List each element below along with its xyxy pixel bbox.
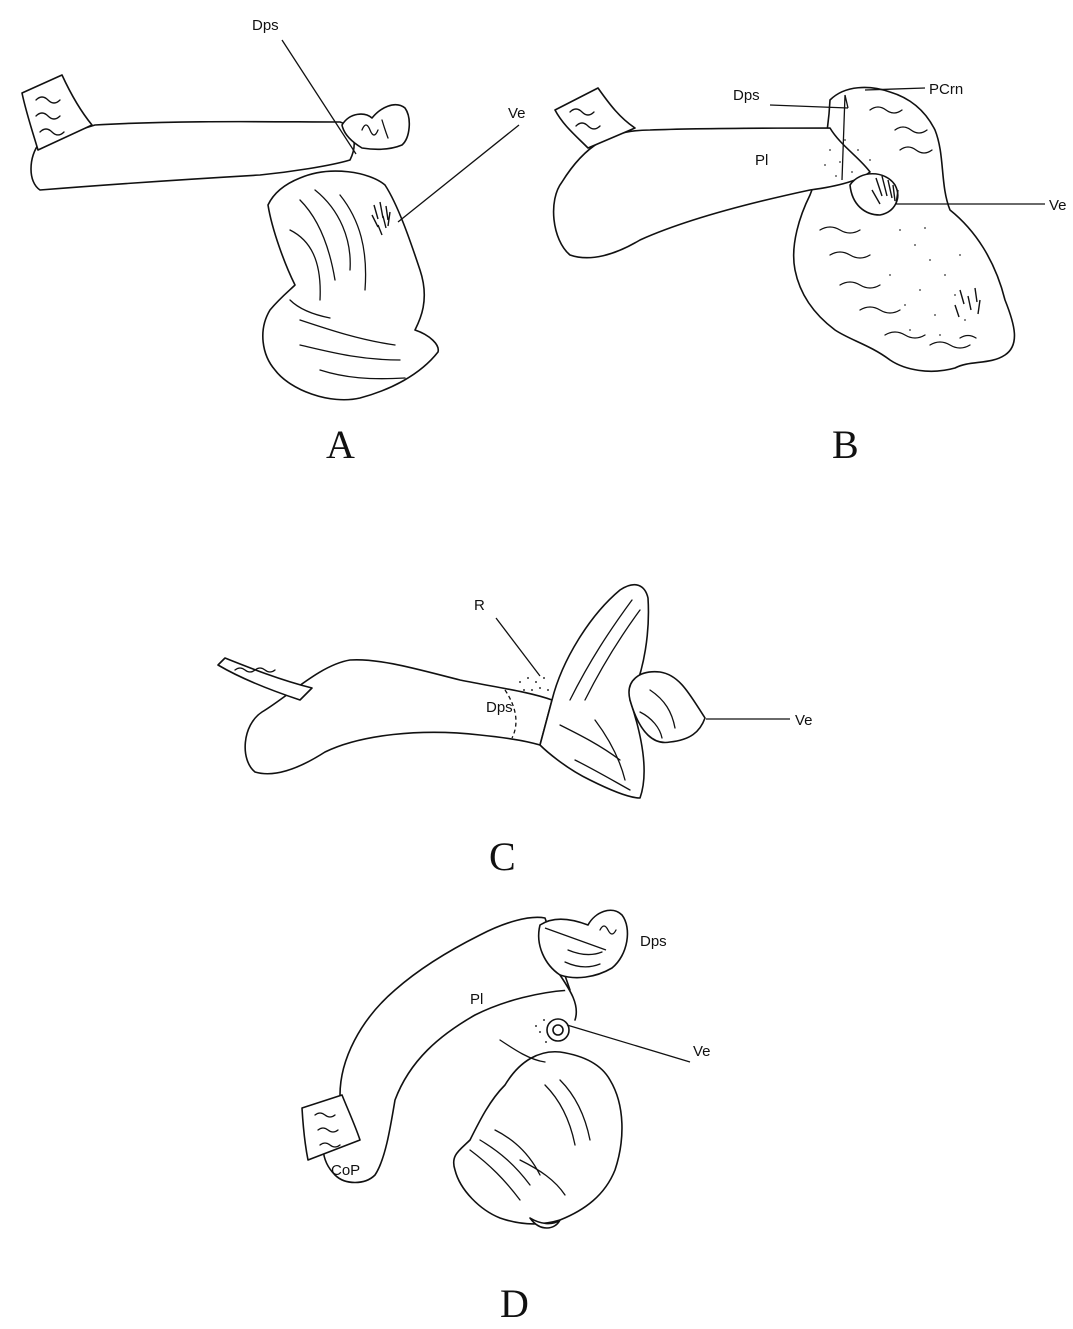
panel-b-letter: B [832,422,859,467]
panel-d-letter: D [500,1281,529,1326]
panel-d-drawing [302,910,627,1228]
panel-c: R Dps Ve C [218,585,813,879]
panel-c-label-dps: Dps [486,699,513,716]
panel-d-ve-leader [567,1025,690,1062]
panel-b-label-pcrn: PCrn [929,81,963,98]
panel-a-label-dps: Dps [252,17,279,34]
panel-d-label-cop: CoP [331,1162,360,1179]
panel-a: Dps Ve A [22,17,526,467]
panel-b-drawing [554,87,1015,371]
panel-b-label-dps: Dps [733,87,760,104]
panel-c-drawing [218,585,705,798]
panel-c-r-leader [496,618,540,676]
panel-b-label-pl: Pl [755,152,768,169]
panel-a-drawing [22,75,438,400]
panel-a-ve-leader [398,125,519,222]
panel-d: Dps Pl Ve CoP D [302,910,711,1326]
panel-d-label-pl: Pl [470,991,483,1008]
panel-d-label-dps: Dps [640,933,667,950]
panel-b: Dps PCrn Pl Ve B [554,81,1067,467]
panel-a-letter: A [326,422,355,467]
panel-a-label-ve: Ve [508,105,526,122]
panel-b-label-ve: Ve [1049,197,1067,214]
panel-c-letter: C [489,834,516,879]
panel-c-label-r: R [474,597,485,614]
panel-d-label-ve: Ve [693,1043,711,1060]
panel-c-label-ve: Ve [795,712,813,729]
